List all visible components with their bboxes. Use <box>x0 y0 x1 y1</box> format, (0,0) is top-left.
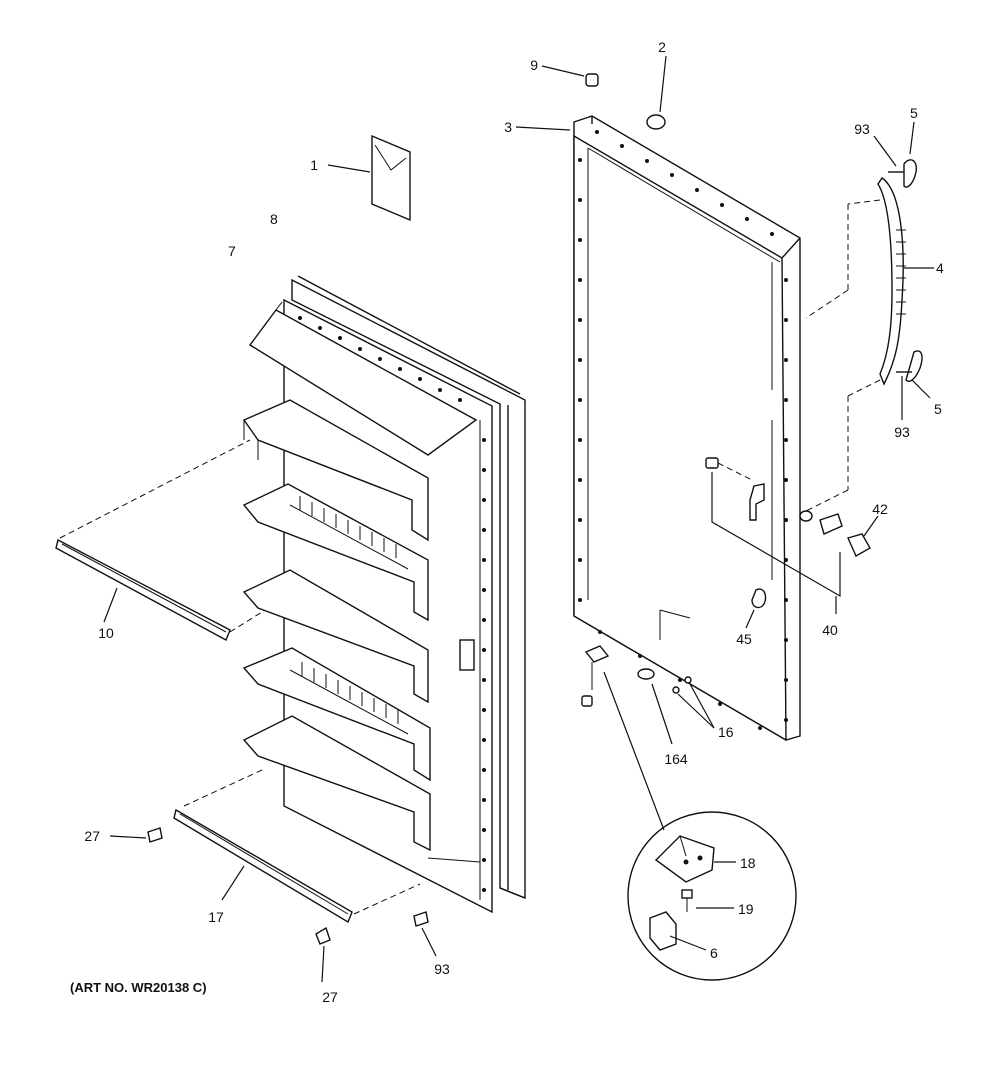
panel-screw-holes <box>578 130 788 730</box>
part-2-cap <box>646 55 667 130</box>
part-10-shelf-bar <box>55 439 263 641</box>
part-4-handle <box>799 177 934 515</box>
callout-27-bottom: 27 <box>322 989 338 1005</box>
callout-42: 42 <box>872 501 888 517</box>
art-number: (ART NO. WR20138 C) <box>70 980 207 995</box>
part-93-screw-top <box>873 135 904 173</box>
part-45-clip <box>745 588 767 629</box>
callout-17: 17 <box>208 909 224 925</box>
callout-labels: 1 2 3 4 5 5 6 7 8 9 10 16 17 18 19 27 27… <box>84 39 944 1005</box>
callout-16: 16 <box>718 724 734 740</box>
part-5-handle-cap-bottom <box>905 350 931 399</box>
door-shelves <box>242 399 431 852</box>
part-40-lock-assembly <box>705 457 843 614</box>
callout-3: 3 <box>504 119 512 135</box>
callout-18: 18 <box>740 855 756 871</box>
part-164-washer <box>637 668 673 745</box>
callout-93-bottom: 93 <box>434 961 450 977</box>
part-93-screw-bottom <box>896 371 912 420</box>
part-18-hinge-bracket <box>581 645 665 831</box>
door-liner <box>242 275 526 914</box>
callout-164: 164 <box>664 751 688 767</box>
callout-7: 7 <box>228 243 236 259</box>
part-17-shelf-bar <box>173 769 421 924</box>
callout-8: 8 <box>270 211 278 227</box>
callout-2: 2 <box>658 39 666 55</box>
callout-5-top: 5 <box>910 105 918 121</box>
part-16-screws <box>672 676 715 729</box>
callout-4: 4 <box>936 260 944 276</box>
callout-5-bottom: 5 <box>934 401 942 417</box>
callout-9: 9 <box>530 57 538 73</box>
callout-40: 40 <box>822 622 838 638</box>
part-42-key <box>847 515 879 557</box>
callout-1: 1 <box>310 157 318 173</box>
part-5-handle-cap-top <box>903 121 918 188</box>
callout-93-right: 93 <box>894 424 910 440</box>
callout-27-left: 27 <box>84 828 100 844</box>
part-instructions-packet <box>327 134 411 222</box>
hinge-detail-view <box>627 811 797 981</box>
callout-6: 6 <box>710 945 718 961</box>
liner-screw-holes <box>298 316 486 892</box>
callout-93-top: 93 <box>854 121 870 137</box>
callout-45: 45 <box>736 631 752 647</box>
fasteners-27-93 <box>109 827 437 983</box>
outer-door-panel <box>515 115 801 742</box>
callout-19: 19 <box>738 901 754 917</box>
part-9-plug <box>541 65 599 87</box>
callout-10: 10 <box>98 625 114 641</box>
